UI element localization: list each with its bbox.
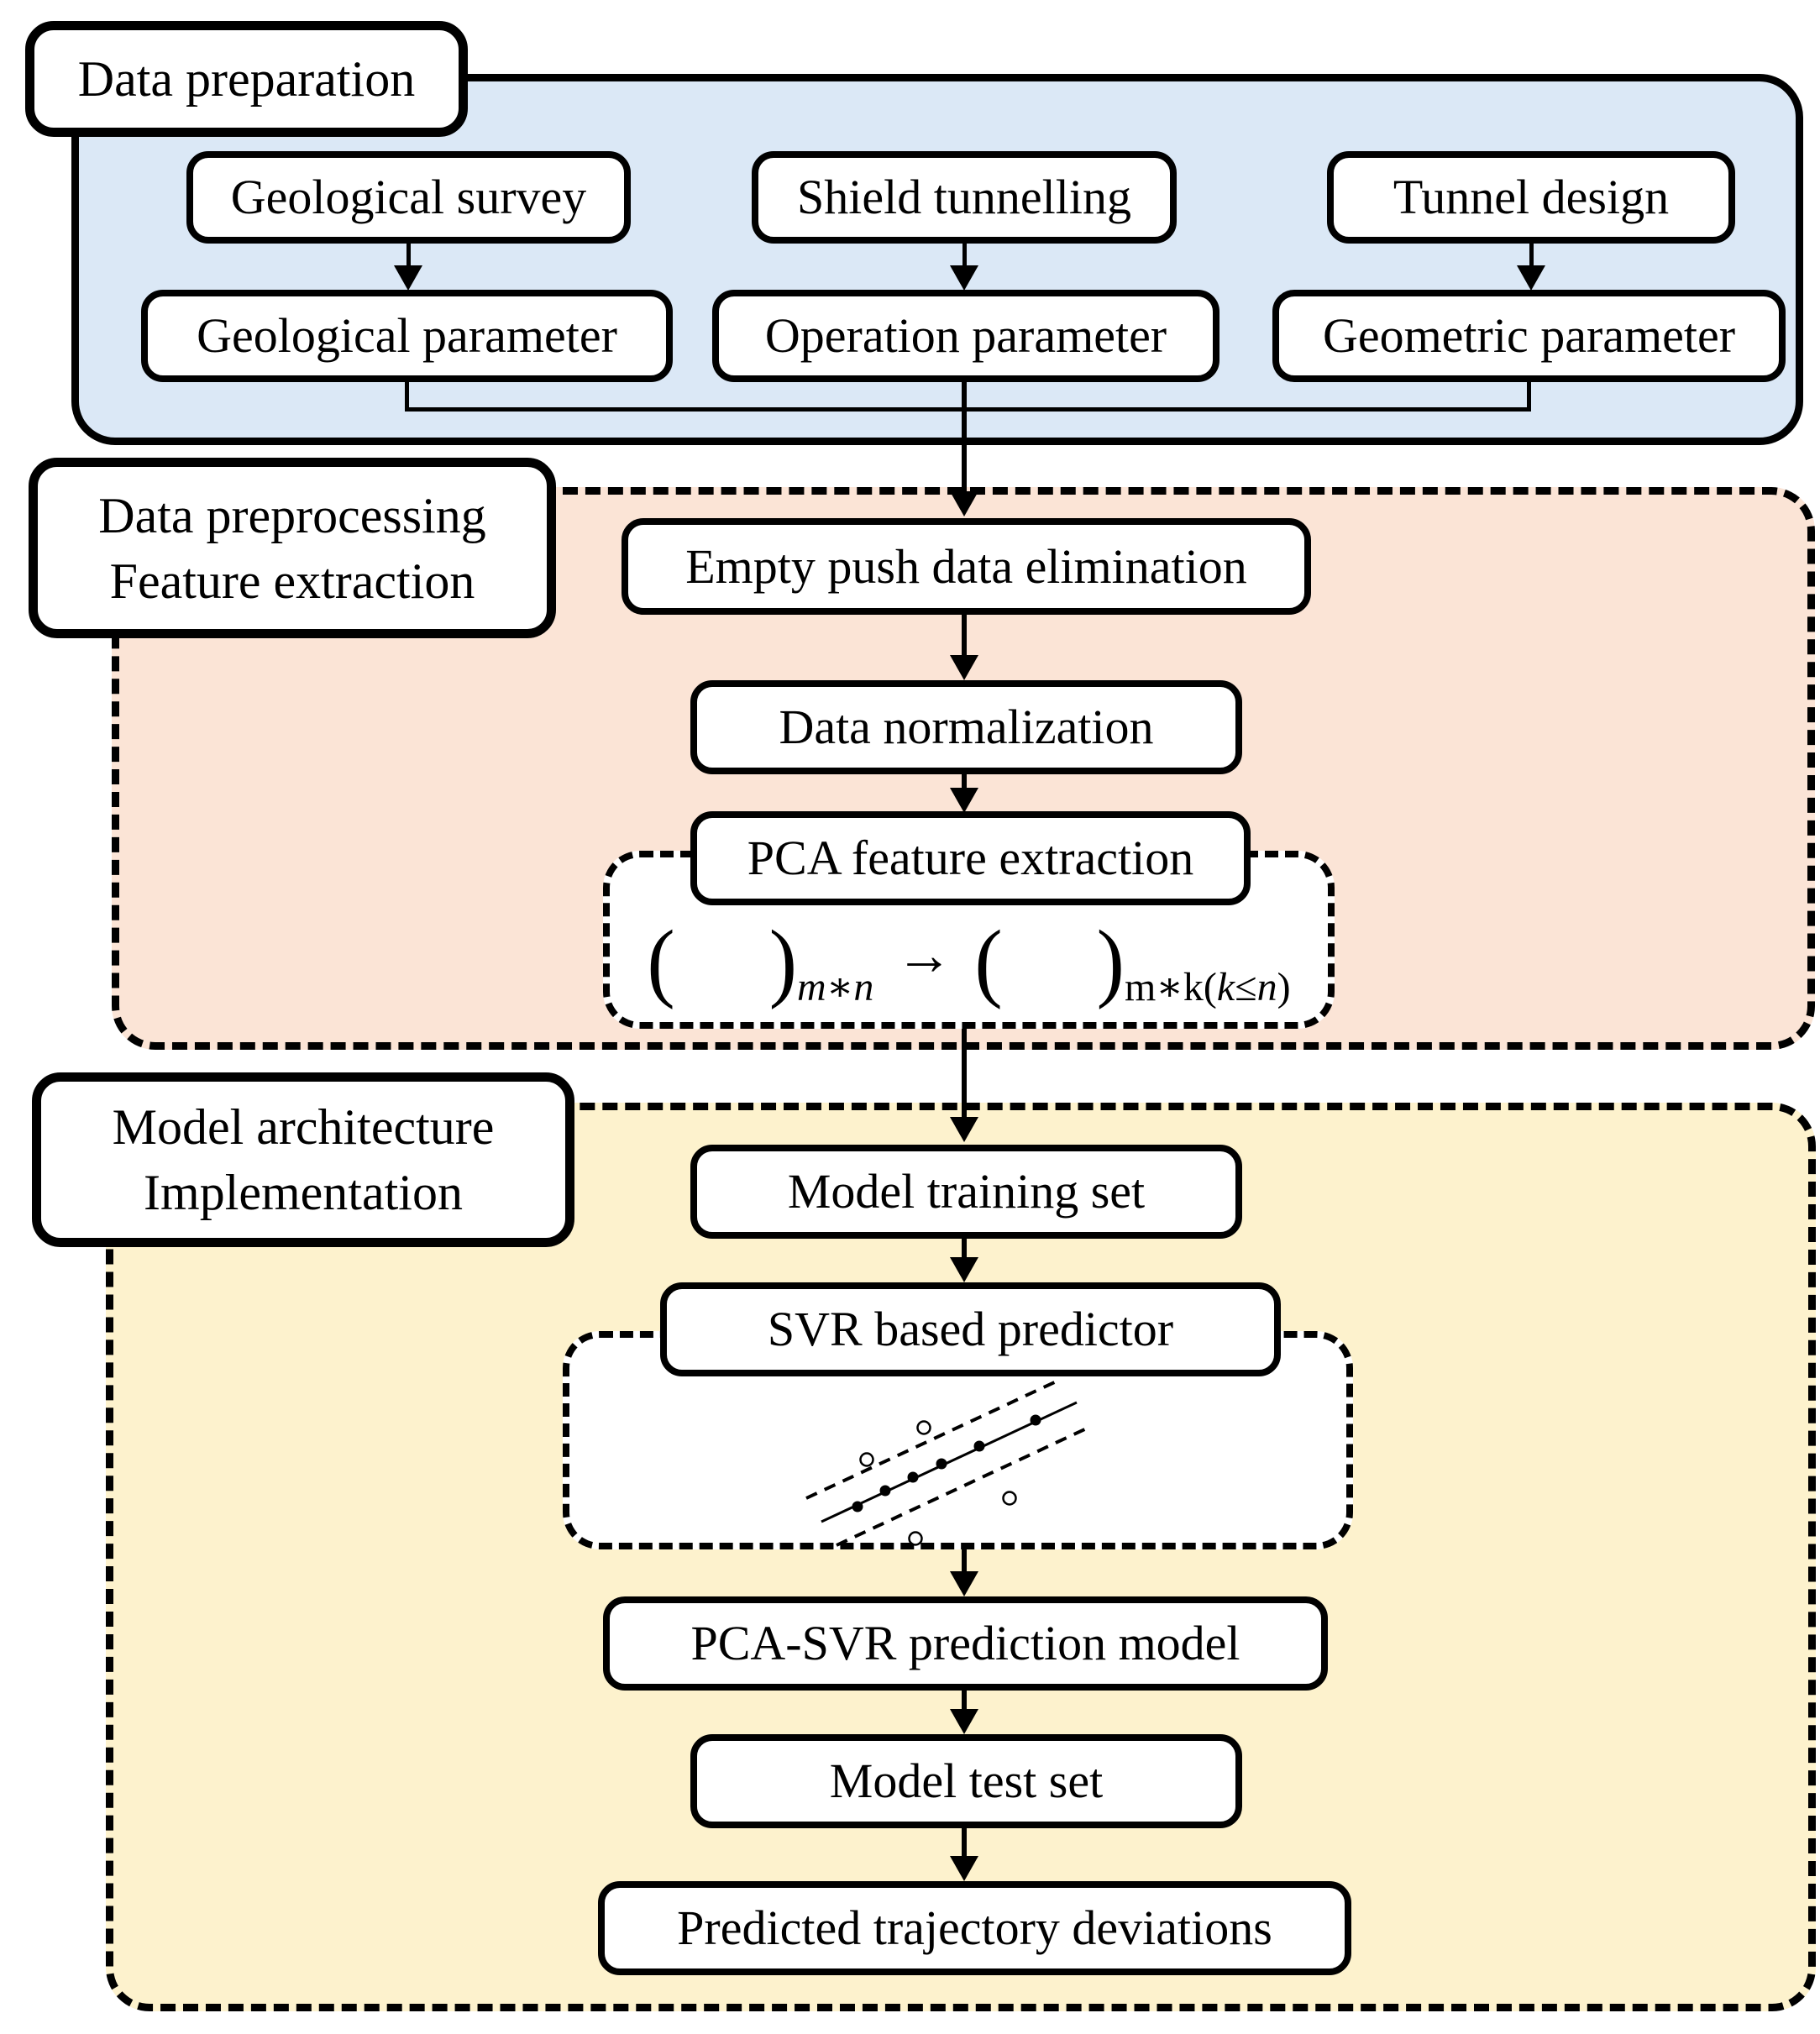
node-data-normalization: Data normalization bbox=[690, 680, 1242, 774]
section-label-line1: Model architecture bbox=[112, 1099, 495, 1155]
arrow-survey-to-parameter-head bbox=[394, 265, 422, 291]
arrow-design-to-parameter-line bbox=[1529, 244, 1534, 267]
section-label-line2: Feature extraction bbox=[109, 553, 475, 609]
main-flow-line-2 bbox=[962, 1029, 967, 1118]
node-geological-parameter: Geological parameter bbox=[141, 290, 673, 382]
svr-outlier-points bbox=[859, 1420, 1017, 1546]
formula-lhs-open-paren: ( bbox=[647, 912, 675, 1010]
formula-arrow: → bbox=[895, 922, 953, 987]
node-operation-parameter: Operation parameter bbox=[712, 290, 1219, 382]
section-label-preprocessing: Data preprocessing Feature extraction bbox=[29, 458, 556, 638]
section-label-data-preparation: Data preparation bbox=[25, 21, 468, 137]
arrow-empty-to-norm-line bbox=[962, 615, 967, 657]
formula-rhs-open-paren: ( bbox=[974, 912, 1003, 1010]
arrow-training-to-svr-head bbox=[950, 1257, 978, 1282]
section-label-line2: Implementation bbox=[144, 1165, 463, 1220]
arrow-test-to-predicted-line bbox=[962, 1828, 967, 1858]
pca-dimension-formula: ( ) m∗n → ( ) m∗k(k≤n) bbox=[613, 912, 1324, 1010]
main-flow-line-1 bbox=[962, 382, 967, 493]
node-svr-based-predictor: SVR based predictor bbox=[660, 1282, 1281, 1376]
svr-support-points bbox=[852, 1414, 1041, 1512]
section-label-model-architecture: Model architecture Implementation bbox=[32, 1072, 574, 1247]
node-tunnel-design: Tunnel design bbox=[1327, 151, 1735, 244]
arrow-tunnelling-to-parameter-head bbox=[950, 265, 978, 291]
formula-rhs-close-paren: ) bbox=[1096, 912, 1125, 1010]
arrow-norm-to-pca-head bbox=[950, 788, 978, 813]
node-geological-survey: Geological survey bbox=[186, 151, 631, 244]
connector-right-stub bbox=[1527, 382, 1531, 412]
node-pca-svr-prediction-model: PCA-SVR prediction model bbox=[603, 1596, 1328, 1691]
arrow-survey-to-parameter-line bbox=[406, 244, 411, 267]
section-label-text: Data preparation bbox=[77, 51, 416, 107]
node-geometric-parameter: Geometric parameter bbox=[1272, 290, 1786, 382]
svr-margin-scatter-illustration bbox=[805, 1379, 1093, 1547]
arrow-empty-to-norm-head bbox=[950, 655, 978, 680]
svr-lower-margin-line bbox=[836, 1424, 1093, 1547]
arrow-svr-to-model-head bbox=[950, 1571, 978, 1596]
connector-merge-line bbox=[405, 407, 1531, 412]
formula-lhs-close-paren: ) bbox=[768, 912, 798, 1010]
connector-left-stub bbox=[405, 382, 409, 412]
arrow-model-to-test-head bbox=[950, 1709, 978, 1734]
node-model-training-set: Model training set bbox=[690, 1145, 1242, 1239]
arrow-model-to-test-line bbox=[962, 1691, 967, 1711]
svr-upper-margin-line bbox=[805, 1379, 1062, 1500]
main-flow-arrowhead-2 bbox=[950, 1117, 978, 1142]
node-predicted-trajectory-deviations: Predicted trajectory deviations bbox=[598, 1881, 1351, 1975]
formula-rhs-subscript: m∗k(k≤n) bbox=[1124, 965, 1291, 1009]
arrow-tunnelling-to-parameter-line bbox=[962, 244, 967, 267]
formula-lhs-subscript: m∗n bbox=[797, 965, 874, 1009]
main-flow-arrowhead-1 bbox=[950, 491, 978, 516]
node-empty-push-elimination: Empty push data elimination bbox=[622, 518, 1311, 615]
section-label-line1: Data preprocessing bbox=[98, 487, 486, 543]
arrow-test-to-predicted-head bbox=[950, 1856, 978, 1881]
arrow-training-to-svr-line bbox=[962, 1239, 967, 1259]
node-model-test-set: Model test set bbox=[690, 1734, 1242, 1828]
arrow-svr-to-model-line bbox=[962, 1549, 967, 1573]
node-shield-tunnelling: Shield tunnelling bbox=[752, 151, 1177, 244]
arrow-design-to-parameter-head bbox=[1517, 265, 1545, 291]
node-pca-feature-extraction: PCA feature extraction bbox=[690, 811, 1251, 905]
arrow-norm-to-pca-line bbox=[962, 774, 967, 789]
